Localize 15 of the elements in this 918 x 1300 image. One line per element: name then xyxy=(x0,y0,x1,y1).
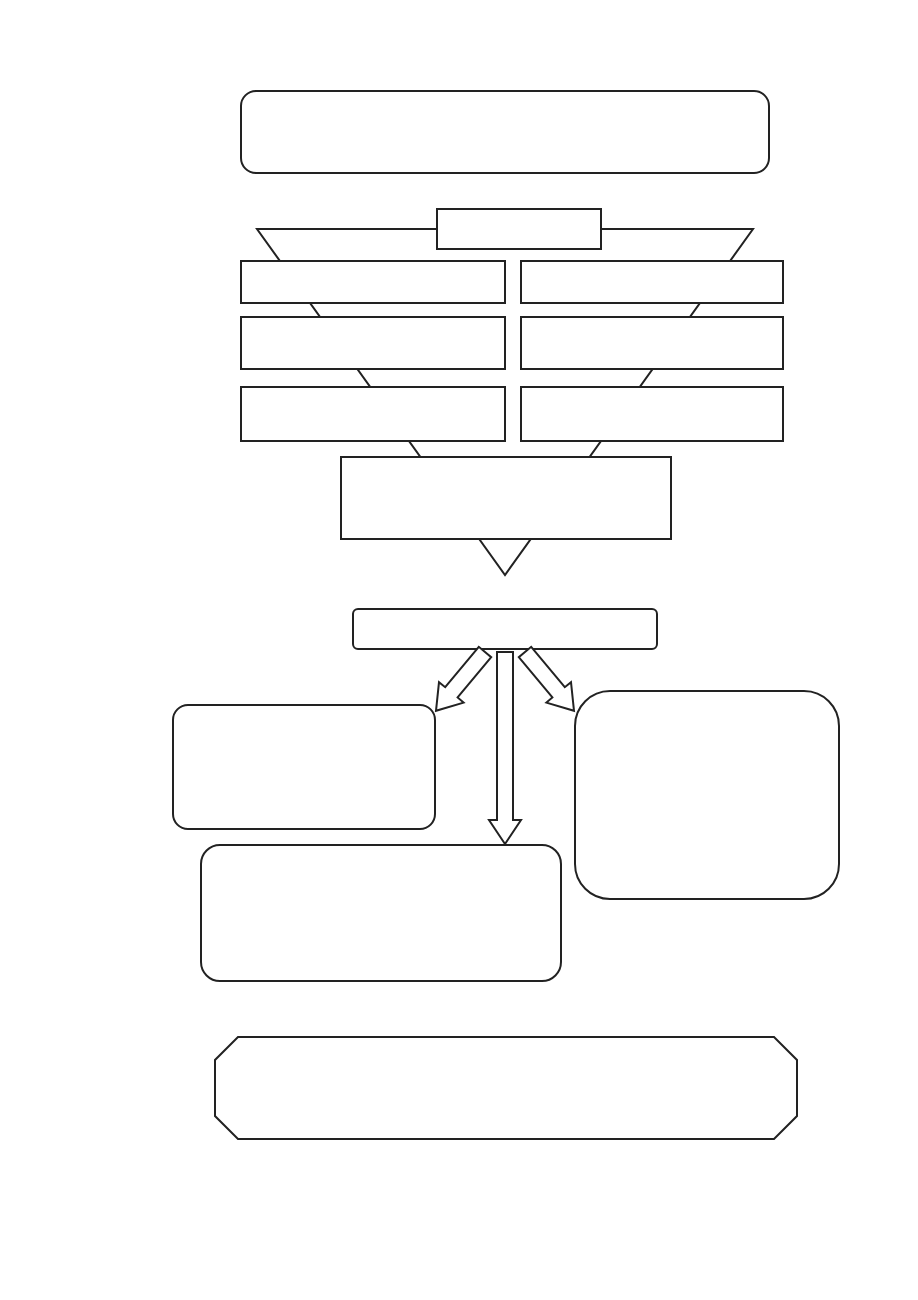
process-box xyxy=(240,260,506,304)
rounded-box xyxy=(200,844,562,982)
process-box xyxy=(436,208,602,250)
process-box xyxy=(240,316,506,370)
block-arrow xyxy=(487,651,523,846)
process-box xyxy=(520,386,784,442)
rounded-box xyxy=(574,690,840,900)
rounded-box xyxy=(240,90,770,174)
process-box xyxy=(240,386,506,442)
rounded-box xyxy=(172,704,436,830)
block-arrow xyxy=(517,645,576,713)
rounded-box xyxy=(352,608,658,650)
block-arrow xyxy=(434,645,493,713)
process-box xyxy=(520,260,784,304)
process-box xyxy=(520,316,784,370)
